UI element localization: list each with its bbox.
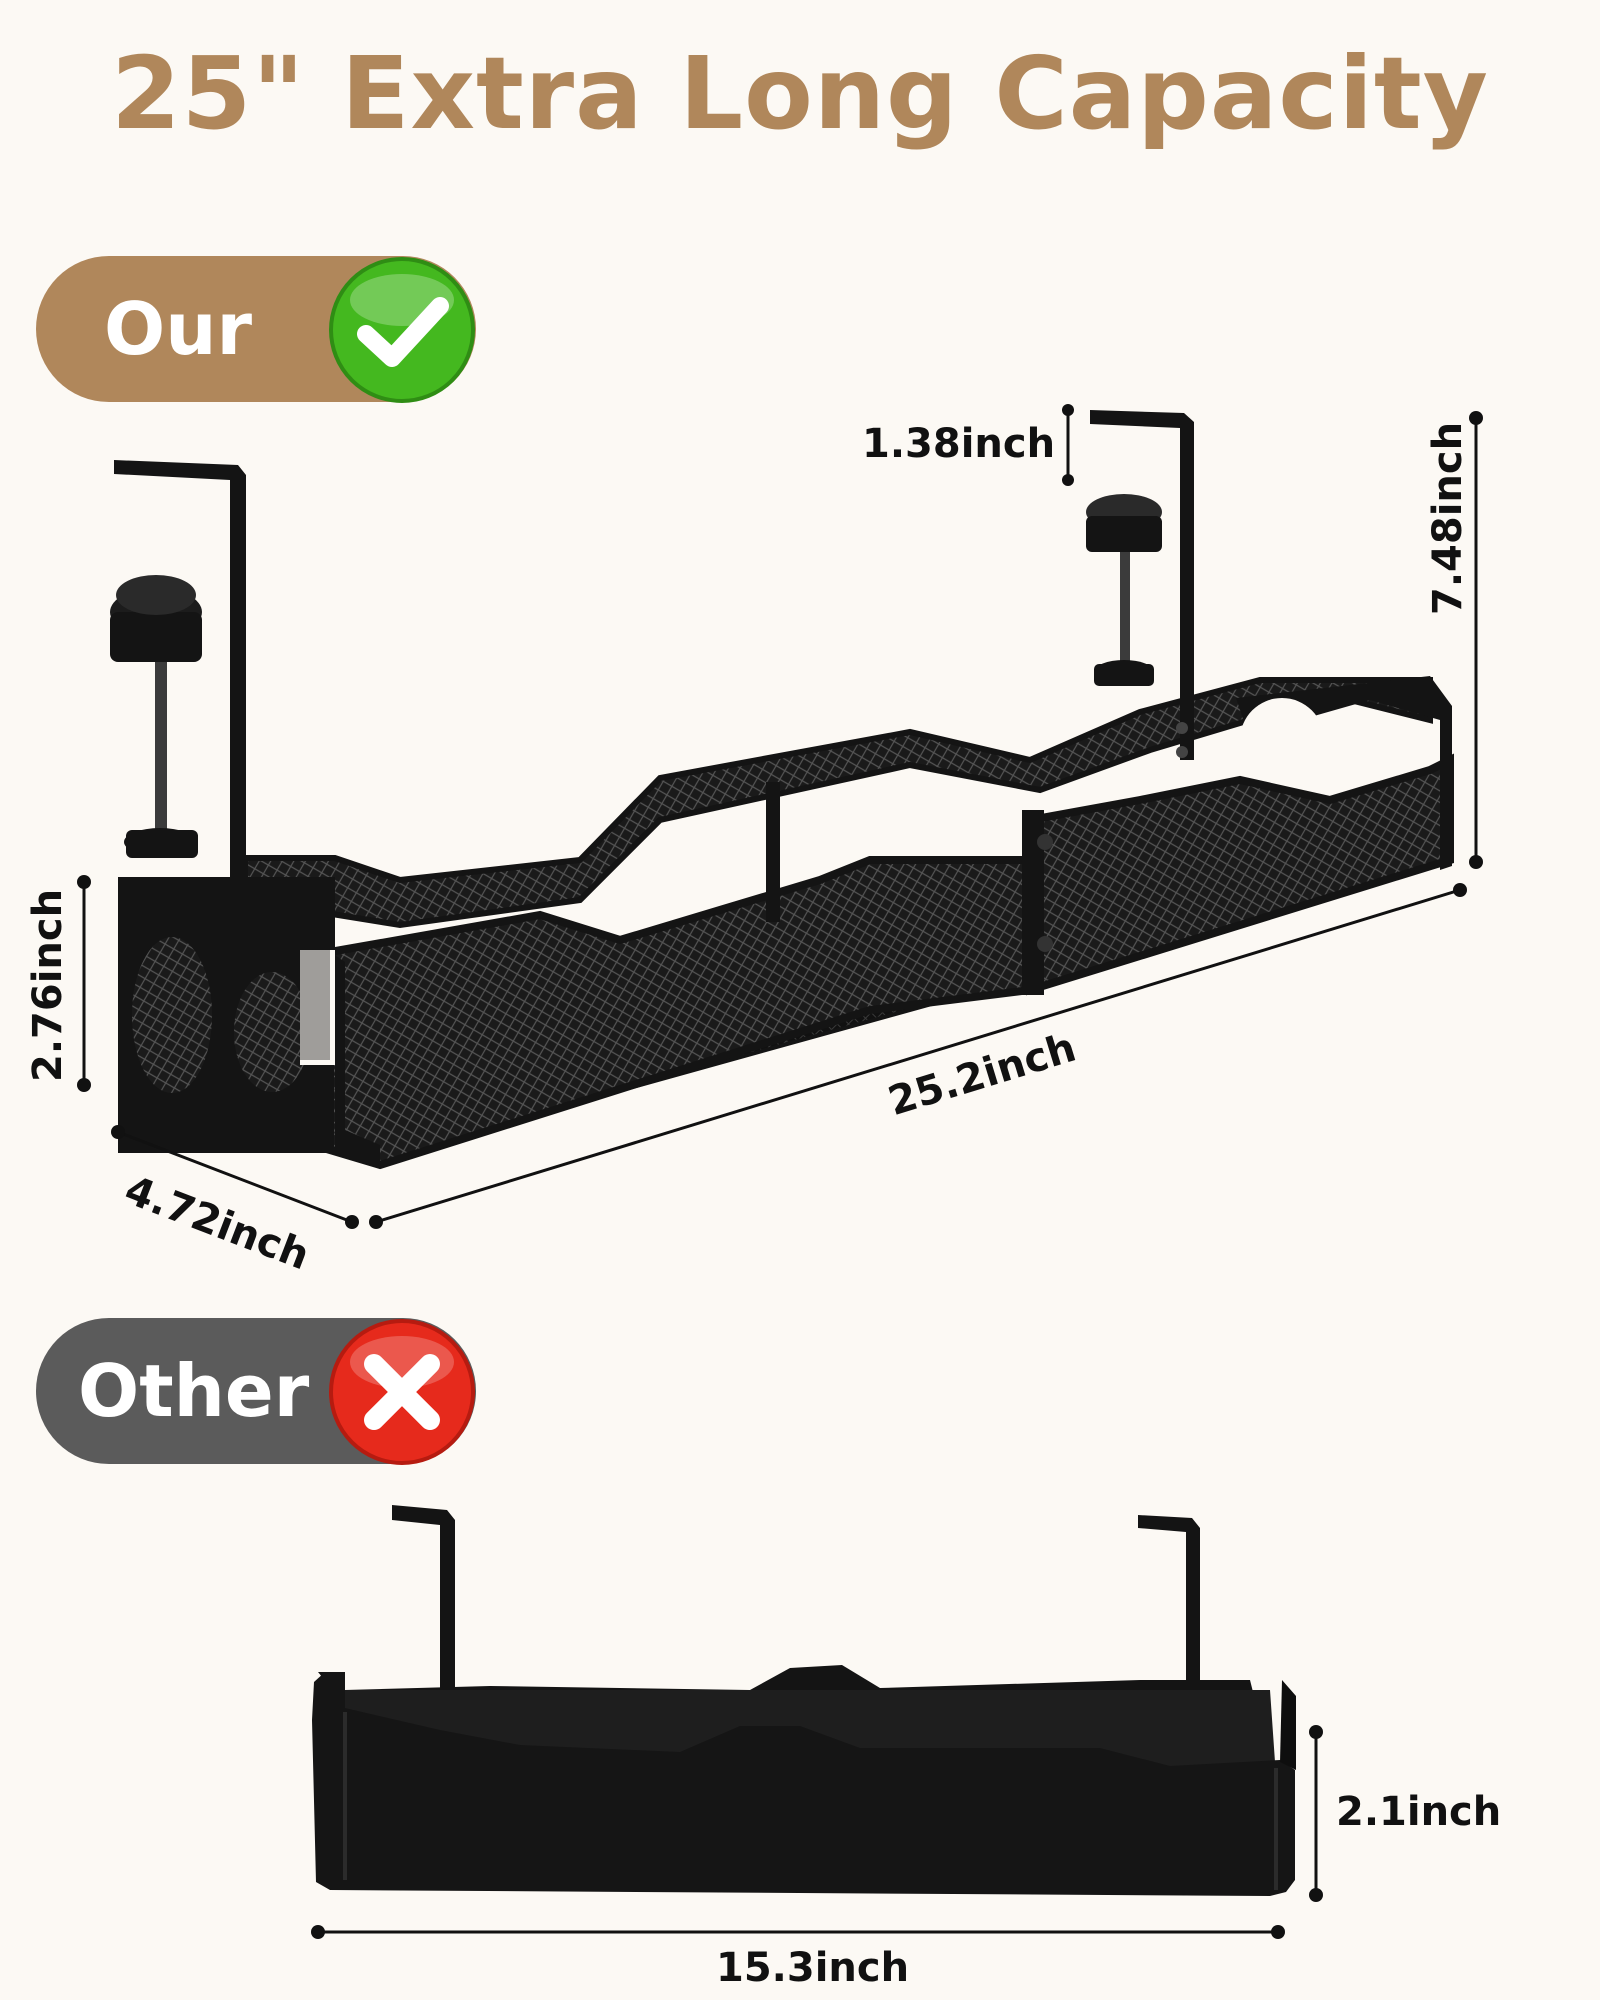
other-cable-tray [312, 1505, 1296, 1896]
headline: 25" Extra Long Capacity [111, 35, 1489, 152]
other-label: Other [78, 1349, 310, 1433]
checkmark-icon [329, 257, 475, 403]
our-cable-tray [110, 410, 1454, 1170]
dim-total-height-label: 7.48inch [1425, 421, 1471, 615]
our-badge [328, 256, 476, 404]
dim-clamp-gap-label: 1.38inch [862, 421, 1056, 467]
our-dimension-lines [77, 404, 1483, 1229]
other-dim-height-label: 2.1inch [1336, 1789, 1502, 1835]
dim-tray-height-label: 2.76inch [25, 888, 71, 1082]
our-label: Our [104, 287, 252, 371]
other-dim-length-label: 15.3inch [716, 1945, 910, 1991]
other-dimension-lines [311, 1725, 1323, 1939]
cross-icon [329, 1319, 475, 1465]
other-badge [328, 1318, 476, 1466]
